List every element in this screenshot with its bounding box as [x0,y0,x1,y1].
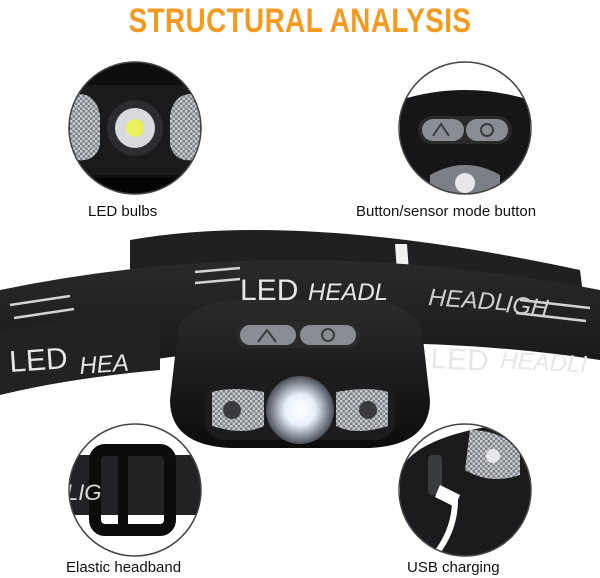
svg-text:HEA: HEA [79,350,130,380]
led-icon [126,119,144,137]
callout-usb-charging [398,423,532,557]
callout-elastic-headband: LIG [66,423,202,557]
mode-button-left [240,325,296,345]
svg-text:LIG: LIG [66,480,101,505]
strap-text-right: LED [430,342,490,378]
label-elastic-headband: Elastic headband [66,559,182,576]
page-title: STRUCTURAL ANALYSIS [128,2,472,40]
button-icon [422,119,464,141]
strap-text-left: LED [8,342,69,379]
mode-button-right [300,325,356,345]
usb-port-icon [428,455,442,495]
headlamp: LED HEADL LED HEA LED HEADLI HEADL IGH [0,230,600,448]
label-led-bulbs: LED bulbs [88,203,158,220]
svg-text:HEADLI: HEADLI [500,347,588,379]
main-led [266,376,334,444]
buckle-icon [89,444,176,536]
callout-button-sensor [398,61,532,195]
svg-text:HEADL: HEADL [428,284,510,317]
callout-led-bulbs [68,61,202,195]
label-button-sensor: Button/sensor mode button [356,203,537,220]
svg-text:IGH: IGH [504,291,550,322]
label-usb-charging: USB charging [407,559,500,576]
